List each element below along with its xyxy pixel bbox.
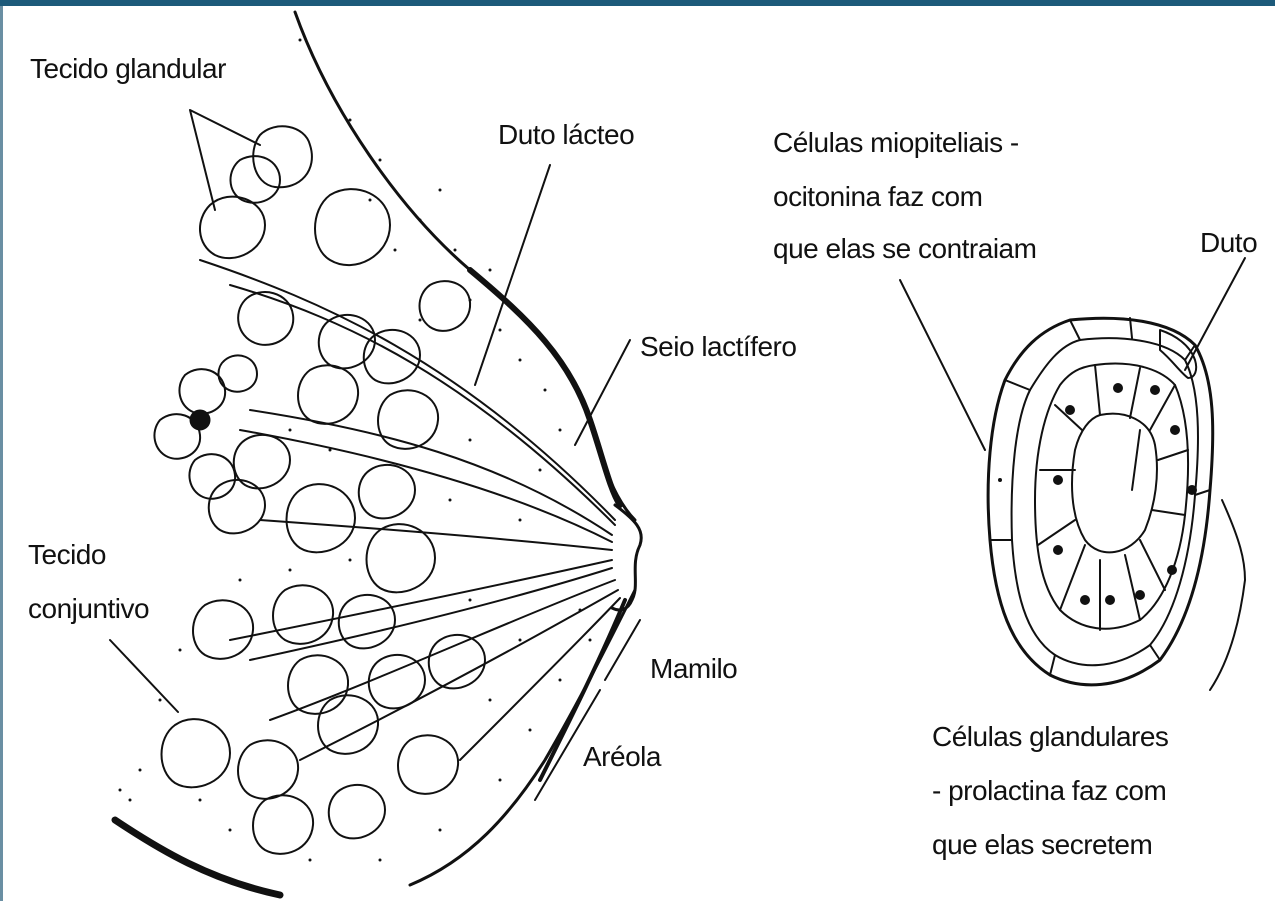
label-celulas-glandulares-line1: Células glandulares — [932, 720, 1168, 754]
alveolus-cross-section — [988, 318, 1213, 685]
leader-celulas-miopiteliais — [900, 280, 985, 450]
label-celulas-glandulares-line2: - prolactina faz com — [932, 774, 1166, 808]
gland-cell-walls — [1038, 365, 1188, 630]
label-duto-lacteo: Duto lácteo — [498, 118, 634, 152]
dark-lobule-center — [190, 410, 210, 430]
label-mamilo: Mamilo — [650, 652, 737, 686]
label-duto: Duto — [1200, 226, 1257, 260]
label-seio-lactifero: Seio lactífero — [640, 330, 796, 364]
leader-duto — [1185, 258, 1245, 370]
label-celulas-glandulares-line3: que elas secretem — [932, 828, 1152, 862]
myoepithelial-layer — [1012, 338, 1198, 665]
leader-seio-lactifero — [575, 340, 630, 445]
label-tecido-glandular: Tecido glandular — [30, 52, 226, 86]
leader-tecido-conjuntivo — [110, 640, 178, 712]
label-tecido-conjuntivo-line1: Tecido — [28, 538, 106, 572]
leader-duto-lacteo — [475, 165, 550, 385]
breast-lower-outline — [410, 590, 635, 885]
label-areola: Aréola — [583, 740, 661, 774]
label-celulas-miopiteliais-line3: que elas se contraiam — [773, 232, 1036, 266]
label-celulas-miopiteliais-line1: Células miopiteliais - — [773, 126, 1019, 160]
label-tecido-conjuntivo-line2: conjuntivo — [28, 592, 149, 626]
nipple — [612, 505, 641, 610]
leader-tecido-glandular — [190, 110, 260, 210]
bracket-celulas-glandulares — [1210, 500, 1245, 690]
breast-base-curve — [115, 820, 280, 895]
lumen — [1072, 414, 1157, 553]
label-celulas-miopiteliais-line2: ocitonina faz com — [773, 180, 982, 214]
leader-mamilo — [605, 620, 640, 680]
leader-lumen — [1132, 430, 1140, 490]
breast-skin-thick — [470, 270, 620, 505]
stipple-dots — [119, 39, 592, 862]
